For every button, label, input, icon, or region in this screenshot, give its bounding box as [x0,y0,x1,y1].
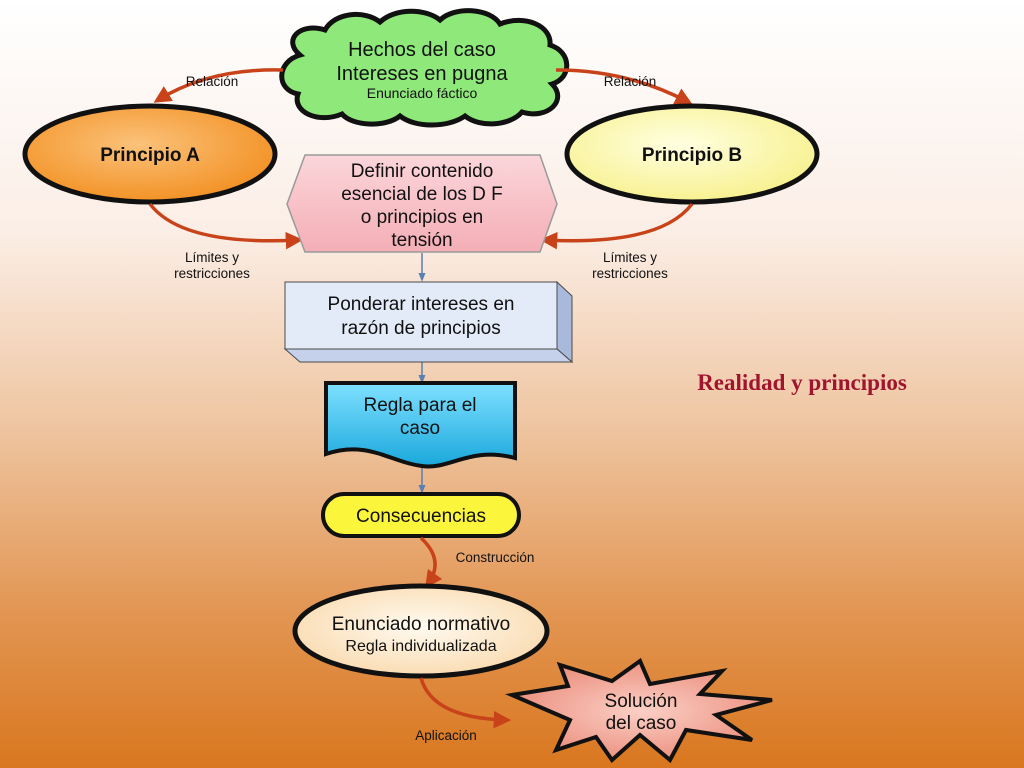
regla-line1: Regla para el [363,395,476,416]
edge-label-limites-left-1: Límites y [185,250,239,265]
ponderar-line2: razón de principios [341,318,500,339]
edge-label-construccion: Construcción [456,550,535,565]
principio-b-shape [564,103,820,205]
edge-label-limites-right-1: Límites y [603,250,657,265]
node-definir: Definir contenido esencial de los D F o … [286,154,558,253]
hechos-line3: Enunciado fáctico [367,85,478,101]
cloud-shape [279,8,570,128]
node-hechos-cloud: Hechos del caso Intereses en pugna Enunc… [279,8,570,128]
principio-a-shape [22,103,278,205]
regla-shape [324,381,517,469]
principio-b-label: Principio B [642,145,742,166]
edge-construccion [419,536,443,589]
node-solucion: Solución del caso [504,657,773,764]
hechos-line1: Hechos del caso [348,39,496,61]
consecuencias-label: Consecuencias [356,506,486,527]
node-regla: Regla para el caso [324,381,517,469]
edge-relacion-right [555,68,693,105]
edge-limites-right [539,202,694,250]
hechos-line2: Intereses en pugna [336,63,508,85]
solucion-line2: del caso [606,713,677,734]
edge-label-relacion-left: Relación [186,74,239,89]
diagram-title: Realidad y principios [697,370,907,395]
edge-limites-left [148,202,304,250]
solucion-shape [504,657,773,764]
edge-label-relacion-right: Relación [604,74,657,89]
edge-aplicacion [419,677,512,729]
ponderar-bottom [283,348,574,363]
solucion-line1: Solución [605,691,678,712]
edge-label-aplicacion: Aplicación [415,728,477,743]
node-ponderar: Ponderar intereses en razón de principio… [283,280,574,364]
ponderar-side [556,280,573,364]
definir-line1: Definir contenido [351,161,494,182]
definir-line3: o principios en [361,207,484,228]
definir-line2: esencial de los D F [341,184,503,205]
regla-line2: caso [400,418,440,439]
node-consecuencias: Consecuencias [321,492,521,538]
enunciado-shape [292,583,550,679]
node-enunciado: Enunciado normativo Regla individualizad… [292,583,550,679]
edge-label-limites-left-2: restricciones [174,266,250,281]
principio-a-label: Principio A [100,145,200,166]
node-principio-b: Principio B [564,103,820,205]
enunciado-line1: Enunciado normativo [332,614,511,635]
definir-line4: tensión [391,230,452,251]
ponderar-line1: Ponderar intereses en [328,294,515,315]
node-principio-a: Principio A [22,103,278,205]
edge-label-limites-right-2: restricciones [592,266,668,281]
consecuencias-shape [321,492,521,538]
edge-relacion-left [153,68,284,103]
enunciado-line2: Regla individualizada [345,638,496,655]
ponderar-front [284,281,558,350]
definir-shape [286,154,558,253]
